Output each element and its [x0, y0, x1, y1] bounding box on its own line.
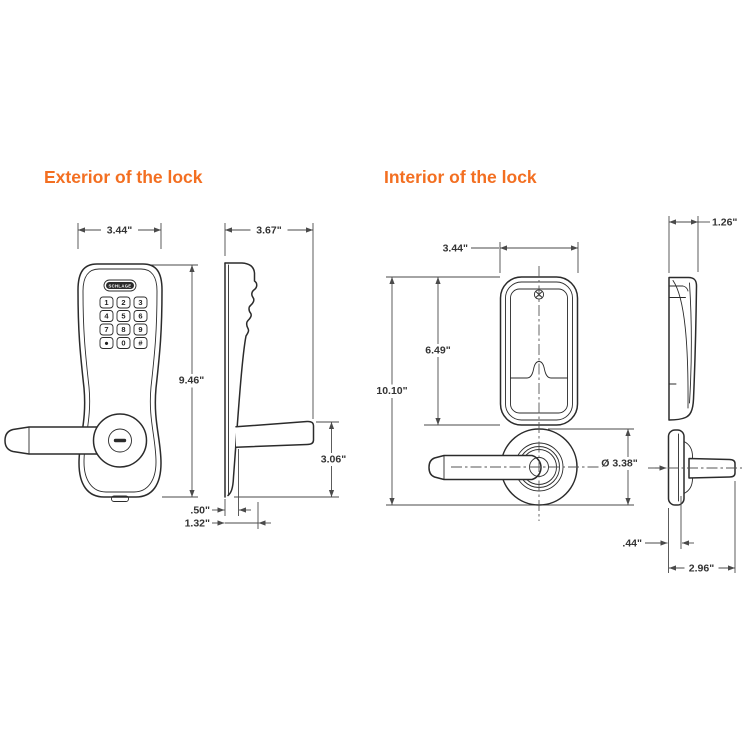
key-label: 9: [138, 325, 142, 334]
dim-label-interior-top-depth: 1.26": [712, 217, 737, 229]
side-bevel-line: [689, 282, 692, 404]
exterior-section-title: Exterior of the lock: [44, 167, 203, 187]
keypad-key: 1: [99, 296, 114, 309]
dim-label-exterior-front-height: 9.46": [179, 375, 204, 387]
rose-side-plate: [667, 429, 685, 506]
dim-interior-lever-projection: 2.96": [668, 481, 736, 575]
keypad: 1 2 3 4 5 6 7 8 9 ● 0 #: [99, 296, 148, 349]
dim-label-interior-rose-diameter: Ø 3.38": [601, 458, 638, 470]
label-backing: [684, 562, 719, 575]
top-cap-line: [668, 285, 689, 292]
dim-interior-body-height: 6.49": [420, 277, 500, 426]
label-backing: [172, 374, 211, 388]
dim-interior-rose-diameter: Ø 3.38": [548, 428, 641, 505]
dim-label-exterior-chassis-offset: .50": [190, 505, 210, 517]
interior-side-view: 1.26" .44": [622, 216, 742, 575]
dim-interior-front-width: 3.44": [443, 242, 579, 273]
keypad-key: 3: [133, 296, 148, 309]
key-label: 8: [121, 325, 125, 334]
dim-interior-top-depth: 1.26": [668, 216, 737, 273]
lever-arm: [4, 426, 123, 455]
bottom-connector-tab: [111, 495, 129, 502]
label-backing: [372, 384, 412, 398]
key-label: 6: [138, 312, 142, 321]
key-label: 3: [138, 298, 142, 307]
interior-front-view: 3.44" 10.10" 6.49": [372, 242, 641, 521]
battery-cover-notch: [510, 361, 568, 379]
dim-interior-total-height: 10.10": [372, 276, 634, 506]
keypad-key: 7: [99, 323, 114, 336]
dim-exterior-lever-offset: 1.32": [185, 502, 271, 530]
keypad-key: 0: [116, 337, 131, 349]
key-label: 5: [121, 312, 125, 321]
label-backing: [315, 453, 352, 466]
keypad-key: 5: [116, 310, 131, 322]
dim-label-interior-body-height: 6.49": [425, 345, 450, 357]
brand-label: SCHLAGE: [109, 283, 132, 288]
exterior-side-view: 3.67" 3.06" .50": [185, 223, 352, 530]
lever-side-profile: [235, 420, 315, 448]
dim-exterior-side-depth: 3.67": [224, 223, 314, 419]
dim-exterior-front-height: 9.46": [150, 264, 211, 498]
key-label: 4: [104, 312, 109, 321]
exterior-lever: [4, 413, 148, 468]
dim-label-exterior-lever-offset: 1.32": [185, 518, 210, 530]
dim-exterior-chassis-offset: .50": [190, 449, 251, 517]
keypad-key: 6: [133, 310, 148, 322]
badge-fill: [106, 282, 134, 289]
interior-side-rose-lever: [648, 429, 742, 506]
exterior-body-inner-contour: [82, 268, 158, 493]
keyway-icon: [113, 438, 127, 443]
interior-side-body: [668, 276, 698, 421]
keypad-key: 2: [116, 296, 131, 309]
exterior-side-profile: [224, 262, 315, 498]
dim-label-interior-lever-projection: 2.96": [689, 563, 714, 575]
keypad-key: 9: [133, 323, 148, 336]
keypad-key: 4: [99, 310, 114, 322]
dim-label-exterior-lever-height: 3.06": [321, 454, 346, 466]
dim-label-interior-front-width: 3.44": [443, 243, 468, 255]
dim-label-interior-total-height: 10.10": [376, 385, 407, 397]
key-label: 7: [104, 325, 108, 334]
label-backing: [420, 344, 456, 357]
dim-label-exterior-front-width: 3.44": [107, 225, 132, 237]
key-label: #: [138, 339, 143, 348]
dim-exterior-lever-height: 3.06": [234, 421, 352, 498]
dim-interior-plate-thickness: .44": [622, 496, 694, 550]
key-cylinder: [108, 428, 132, 453]
interior-side-profile: [668, 276, 698, 421]
dim-label-interior-plate-thickness: .44": [622, 538, 642, 550]
key-label: 2: [121, 298, 125, 307]
key-label: ●: [104, 339, 109, 348]
exterior-front-view: 3.44" 9.46" SCHLAGE 1 2 3 4 5 6 7 8: [4, 223, 211, 502]
keypad-key: #: [133, 337, 148, 349]
dim-exterior-front-width: 3.44": [77, 223, 162, 249]
key-label: 1: [104, 298, 108, 307]
interior-section-title: Interior of the lock: [384, 167, 537, 187]
interior-lever-arm: [428, 454, 542, 481]
brand-badge: SCHLAGE: [103, 279, 137, 292]
label-backing: [598, 457, 641, 470]
keypad-key: 8: [116, 323, 131, 336]
key-label: 0: [121, 339, 125, 348]
profile-back-edge: [224, 262, 258, 497]
side-bevel-line: [672, 280, 689, 409]
badge-outline: [103, 279, 137, 292]
keypad-key: ●: [99, 337, 114, 349]
dim-label-exterior-side-depth: 3.67": [256, 225, 281, 237]
label-backing: [101, 224, 138, 237]
label-backing: [250, 224, 288, 237]
